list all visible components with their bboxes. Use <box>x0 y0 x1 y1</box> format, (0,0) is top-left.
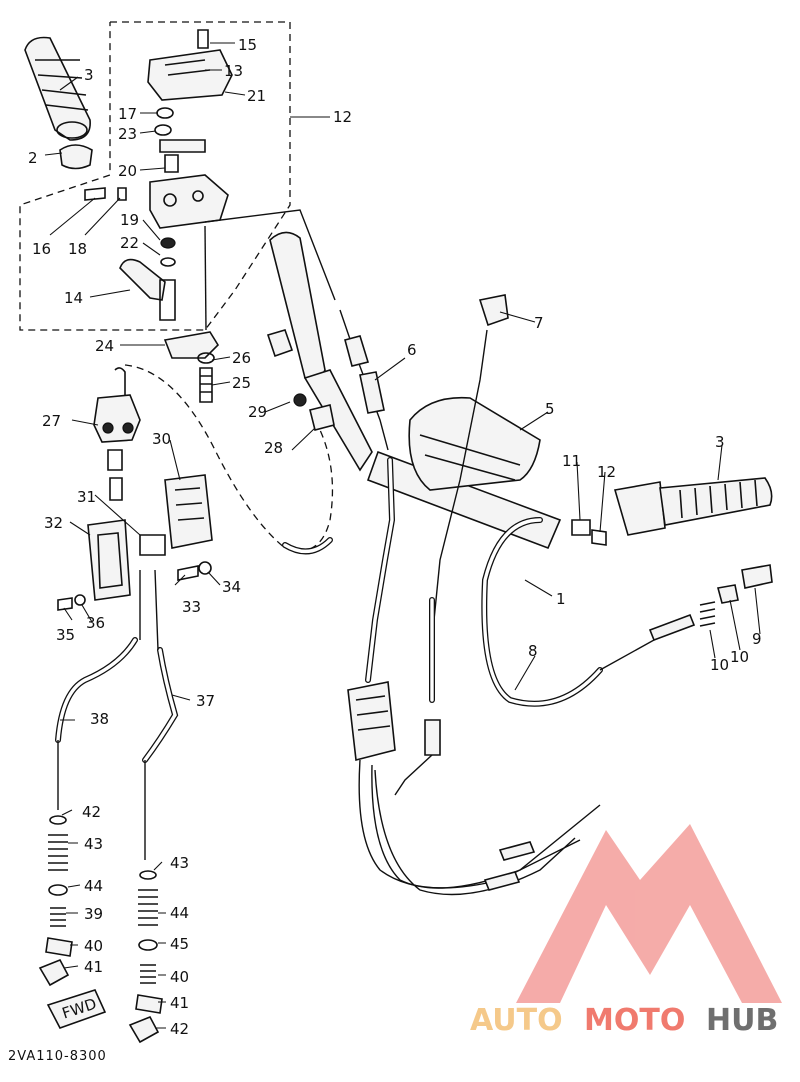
watermark-auto: AUTO <box>470 1003 563 1038</box>
drawing-code: 2VA110-8300 <box>8 1049 107 1064</box>
callout-38: 37 <box>196 692 215 710</box>
callout-numbers: 15 13 21 12 17 23 20 3 2 16 18 19 22 14 … <box>28 36 762 1038</box>
washer-18 <box>156 107 174 119</box>
main-cable-bundle <box>266 329 601 896</box>
callout-42-right: 42 <box>170 1020 189 1038</box>
callout-40-right: 40 <box>170 968 189 986</box>
cable-routing-guide <box>124 364 334 552</box>
callout-45-left: 44 <box>84 877 103 895</box>
spring-stack-right <box>128 870 163 1044</box>
upper-cover <box>147 49 233 101</box>
callout-44-left: 43 <box>84 835 103 853</box>
callout-7: 8 <box>528 642 538 660</box>
callout-21: 20 <box>118 162 137 180</box>
callout-41-left: 40 <box>84 937 103 955</box>
fwd-tag: FWD <box>46 989 107 1029</box>
callout-23: 22 <box>120 234 139 252</box>
callout-16: 15 <box>238 36 257 54</box>
left-grip <box>24 36 93 170</box>
callout-17: 16 <box>32 240 51 258</box>
callout-3-left: 3 <box>84 66 94 84</box>
watermark-text: AUTO MOTO HUB <box>470 1003 778 1038</box>
callout-22: 21 <box>247 87 266 105</box>
callout-4: 5 <box>545 400 555 418</box>
leader-lines <box>44 42 761 1029</box>
callout-19: 18 <box>68 240 87 258</box>
cable-38 <box>142 569 179 860</box>
callout-15: 14 <box>64 289 83 307</box>
choke-lever <box>119 258 166 301</box>
lever-parts <box>57 367 213 611</box>
cable-39 <box>55 570 141 810</box>
cable-6 <box>394 294 509 796</box>
callout-34: 33 <box>182 598 201 616</box>
callout-29: 28 <box>264 439 283 457</box>
callout-37: 36 <box>86 614 105 632</box>
callout-36: 35 <box>56 626 75 644</box>
callout-8: 9 <box>752 630 762 648</box>
callout-20: 19 <box>120 211 139 229</box>
callout-42-left: 41 <box>84 958 103 976</box>
callout-44-right: 44 <box>170 904 189 922</box>
callout-6: 7 <box>534 314 544 332</box>
callout-2: 2 <box>28 149 38 167</box>
callout-24: 23 <box>118 125 137 143</box>
callout-32: 31 <box>77 488 96 506</box>
callout-39: 38 <box>90 710 109 728</box>
callout-30: 29 <box>248 403 267 421</box>
callout-9: 10 <box>710 656 729 674</box>
callout-1: 1 <box>556 590 566 608</box>
automotohub-logo <box>516 824 782 1003</box>
callout-31: 30 <box>152 430 171 448</box>
handlebar-cover <box>408 396 541 491</box>
switch-assembly-boundary <box>19 21 291 331</box>
callout-28: 27 <box>42 412 61 430</box>
callout-5: 6 <box>407 341 417 359</box>
switch-assembly <box>84 29 336 403</box>
clutch-cable <box>339 309 389 451</box>
callout-35: 34 <box>222 578 241 596</box>
callout-26: 25 <box>232 374 251 392</box>
washer-24 <box>154 124 172 136</box>
screw-16 <box>197 29 209 49</box>
plate-33 <box>87 519 131 601</box>
watermark-hub: HUB <box>706 1003 778 1038</box>
right-grip <box>571 477 773 546</box>
callout-25: 24 <box>95 337 114 355</box>
clamp-25 <box>163 331 220 359</box>
callout-40-left: 39 <box>84 905 103 923</box>
throttle-cable <box>481 517 773 707</box>
spring-stack-left <box>38 815 73 987</box>
callout-11: 11 <box>562 452 581 470</box>
callout-43-right: 43 <box>170 854 189 872</box>
callout-13: 12 <box>333 108 352 126</box>
callout-27: 26 <box>232 349 251 367</box>
callout-14: 13 <box>224 62 243 80</box>
callout-3-right: 3 <box>715 433 725 451</box>
handlebar <box>269 231 562 550</box>
callout-33: 32 <box>44 514 63 532</box>
watermark-moto: MOTO <box>584 1003 685 1038</box>
callout-18: 17 <box>118 105 137 123</box>
callout-41-right: 41 <box>170 994 189 1012</box>
callout-43-left: 42 <box>82 803 101 821</box>
brake-switch <box>164 474 213 549</box>
callout-45-right: 45 <box>170 935 189 953</box>
